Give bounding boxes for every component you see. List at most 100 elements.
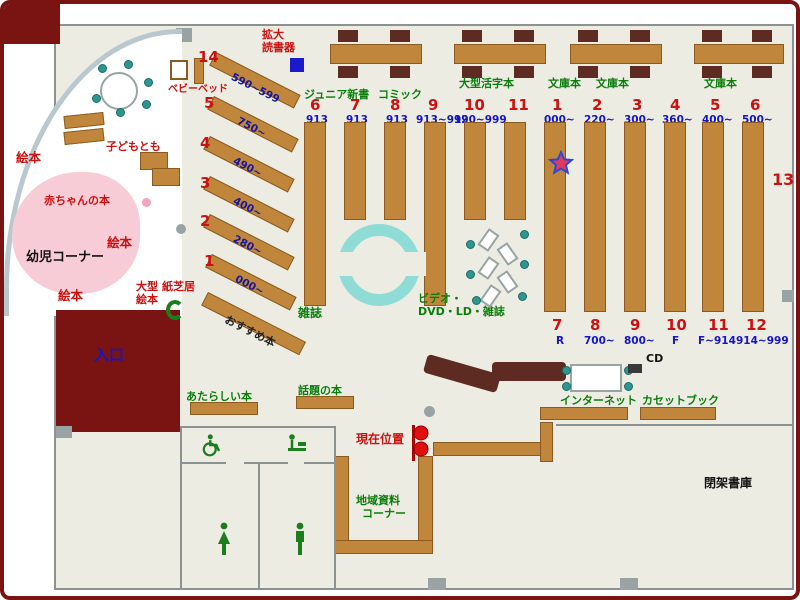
kamishibai-label: 紙芝居 (162, 280, 195, 293)
reading-table (694, 44, 784, 64)
service-counter (492, 362, 566, 381)
stack-number: 1 (552, 96, 563, 114)
shelf-number: 14 (198, 48, 219, 66)
stack-number: 2 (592, 96, 603, 114)
stack-column (624, 122, 646, 312)
chair-dot (624, 382, 633, 391)
table-seat (702, 30, 722, 42)
table-seat (752, 66, 772, 78)
chair-dot (142, 100, 151, 109)
chair-dot (520, 260, 529, 269)
stack-range: F (672, 335, 680, 347)
table-seat (702, 66, 722, 78)
stack-number: 10 (666, 316, 687, 334)
shelf-number: 2 (200, 212, 211, 230)
stack-number: 12 (746, 316, 767, 334)
local-materials-counter (334, 540, 433, 554)
stack-column (384, 122, 406, 220)
baby-books-area (12, 172, 140, 294)
table-seat (338, 66, 358, 78)
stack-range: 914~999 (736, 335, 789, 347)
kodomo-tomo-label: 子どもとも (106, 140, 161, 153)
stack-column (504, 122, 526, 220)
kamishibai-stand-icon (166, 300, 184, 320)
stack-column (664, 122, 686, 312)
wall-segment (334, 426, 336, 590)
stack-number: 6 (750, 96, 761, 114)
table-seat (630, 66, 650, 78)
stack-range: F~914 (698, 335, 736, 347)
stack-number: 3 (632, 96, 643, 114)
wall-shelf-number: 13 (772, 170, 795, 189)
mens-restroom-icon (290, 522, 310, 560)
video-dvd-label: ビデオ・ DVD・LD・雑誌 (418, 292, 505, 319)
stack-range: 360~ (662, 114, 693, 126)
pillar (176, 224, 186, 234)
stack-column (742, 122, 764, 312)
bench (194, 58, 204, 84)
stack-number: 9 (630, 316, 641, 334)
chair-dot (124, 60, 133, 69)
chair-dot (518, 292, 527, 301)
table-seat (578, 66, 598, 78)
chair-dot (466, 240, 475, 249)
local-materials-label: 地域資料 コーナー (356, 494, 406, 521)
magazine-rack-gap (332, 252, 426, 276)
stack-number: 8 (390, 96, 401, 114)
table-seat (462, 30, 482, 42)
stack-number: 5 (710, 96, 721, 114)
stack-range: 000~ (544, 114, 575, 126)
stack-number: 7 (552, 316, 563, 334)
table-seat (462, 66, 482, 78)
stack-column (424, 122, 446, 306)
baby-changing-icon (284, 432, 310, 464)
cushion-dot (142, 198, 151, 207)
wall-segment (304, 462, 334, 464)
stack-number: 10 (464, 96, 485, 114)
stack-number: 7 (350, 96, 361, 114)
table-seat (752, 30, 772, 42)
chair-dot (472, 296, 481, 305)
infant-corner-title: 幼児コーナー (26, 250, 105, 265)
chair-dot (562, 366, 571, 375)
wall-segment (180, 426, 336, 428)
stack-range: 913~919 (416, 114, 469, 126)
counter-shelf (433, 442, 541, 456)
chair-dot (98, 64, 107, 73)
stack-range: 913 (386, 114, 408, 126)
table-seat (630, 30, 650, 42)
entrance-label: 入口 (94, 346, 125, 364)
stack-column (304, 122, 326, 306)
shelf-number: 3 (200, 174, 211, 192)
stack-range: 913 (306, 114, 328, 126)
wall-segment (182, 462, 226, 464)
picture-books-label: 絵本 (16, 150, 42, 165)
stack-range: 800~ (624, 335, 655, 347)
wall-segment (244, 462, 288, 464)
chair-dot (92, 94, 101, 103)
reading-table (330, 44, 422, 64)
reading-table (570, 44, 662, 64)
section-bunko: 文庫本 (596, 77, 629, 90)
stack-column (702, 122, 724, 312)
baby-books-label: 赤ちゃんの本 (44, 194, 110, 207)
section-bunko: 文庫本 (704, 77, 737, 90)
wheelchair-accessible-icon (200, 432, 226, 462)
shelf-number: 1 (204, 252, 215, 270)
wall-segment (556, 424, 794, 426)
baby-bed-label: ベビーベッド (168, 84, 228, 95)
shelf (296, 396, 354, 409)
chair-dot (562, 382, 571, 391)
wall-segment (180, 426, 182, 590)
wall-segment (258, 464, 260, 590)
table-seat (514, 30, 534, 42)
stack-range: R (556, 335, 565, 347)
internet-table (570, 364, 622, 392)
magnifier-device-icon (290, 58, 304, 72)
stack-range: 300~ (624, 114, 655, 126)
shelf (540, 407, 628, 420)
chair-dot (466, 270, 475, 279)
stack-range: 400~ (702, 114, 733, 126)
cd-label: CD (646, 352, 664, 365)
